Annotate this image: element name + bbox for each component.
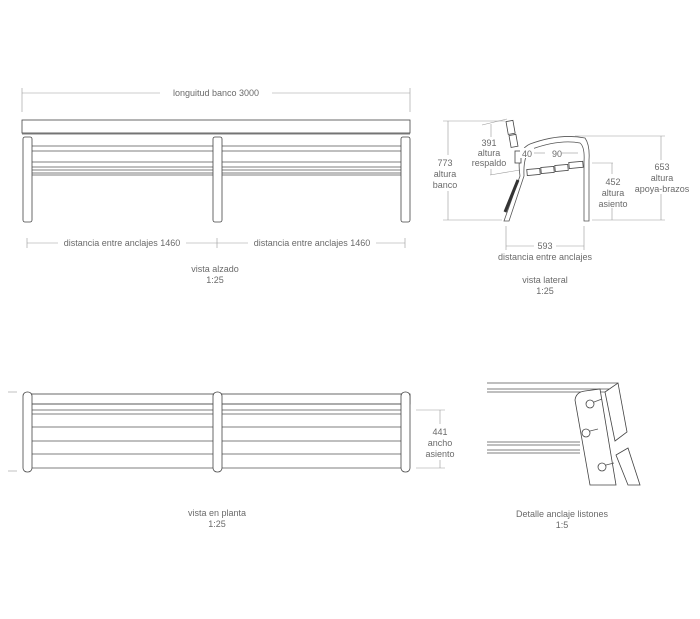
anchor-distance-label: distancia entre anclajes [498, 252, 593, 262]
view-scale: 1:25 [206, 275, 224, 285]
armrest-height-label-2: apoya-brazos [635, 184, 690, 194]
bench-height-label: altura [434, 169, 457, 179]
screw-icons [581, 398, 615, 472]
seat-height-label: altura [602, 188, 625, 198]
elevation-view: longuitud banco 3000 distancia entre anc… [21, 88, 411, 285]
leg-right [400, 136, 411, 223]
seat-width-value: 441 [432, 427, 447, 437]
seat-slats-side [526, 160, 584, 176]
backrest-height-value: 391 [481, 138, 496, 148]
frame-plate [574, 388, 617, 486]
seat-width-label-2: asiento [425, 449, 454, 459]
slat-width-value: 90 [552, 149, 562, 159]
view-title: vista en planta [188, 508, 246, 518]
anchor-distance-value: 593 [537, 241, 552, 251]
frame-left-plan [22, 391, 33, 473]
backrest-slats [505, 119, 522, 164]
view-title: Detalle anclaje listones [516, 509, 609, 519]
view-title: vista alzado [191, 264, 239, 274]
side-frame [503, 136, 590, 222]
bench-height-label-2: banco [433, 180, 458, 190]
frame-middle-plan [212, 391, 223, 473]
armrest-height-value: 653 [654, 162, 669, 172]
anchor-distance-left: distancia entre anclajes 1460 [64, 238, 181, 248]
side-view: 773 altura banco 391 altura respaldo 40 … [433, 118, 690, 296]
upper-slat-end [604, 382, 628, 442]
armrest-height-label: altura [651, 173, 674, 183]
view-scale: 1:5 [556, 520, 569, 530]
length-label: longuitud banco 3000 [173, 88, 259, 98]
backrest-height-label: altura [478, 148, 501, 158]
frame-right-plan [400, 391, 411, 473]
view-scale: 1:25 [208, 519, 226, 529]
backrest-top-rail [21, 119, 411, 134]
detail-view: Detalle anclaje listones 1:5 [487, 382, 641, 530]
bench-height-value: 773 [437, 158, 452, 168]
slat-thickness-value: 40 [522, 149, 532, 159]
leg-middle [212, 136, 223, 223]
view-scale: 1:25 [536, 286, 554, 296]
leg-left [22, 136, 33, 223]
rear-leg-hatch [503, 179, 520, 213]
seat-height-label-2: asiento [598, 199, 627, 209]
view-title: vista lateral [522, 275, 568, 285]
seat-height-value: 452 [605, 177, 620, 187]
lower-slat-end [615, 447, 641, 486]
seat-width-label: ancho [428, 438, 453, 448]
plan-view: 441 ancho asiento vista en planta 1:25 [8, 391, 458, 529]
anchor-distance-right: distancia entre anclajes 1460 [254, 238, 371, 248]
backrest-height-label-2: respaldo [472, 158, 507, 168]
